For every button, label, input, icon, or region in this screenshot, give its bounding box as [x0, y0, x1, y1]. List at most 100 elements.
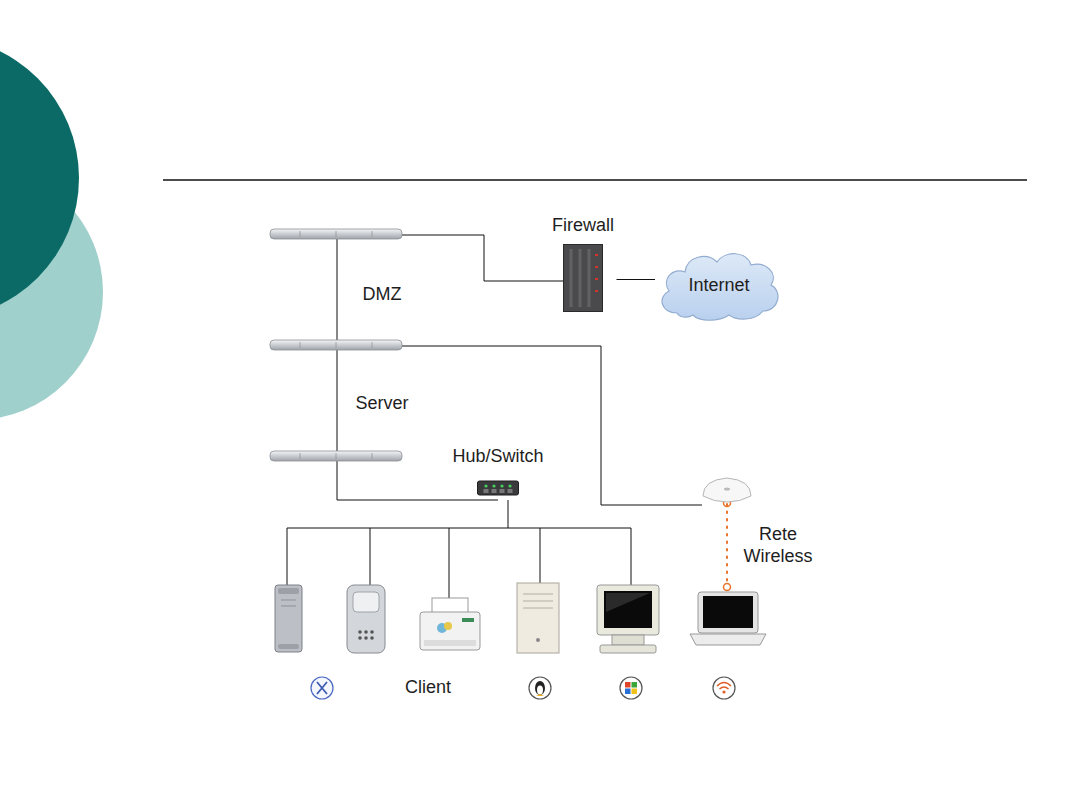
- network-cable: [617, 279, 656, 280]
- rack-servers: [270, 229, 402, 461]
- internet-cloud: Internet: [655, 247, 783, 323]
- zone-label: DMZ: [363, 284, 402, 306]
- laptop: [690, 592, 766, 645]
- printer-part: [444, 622, 452, 630]
- firewall-slot: [579, 249, 582, 307]
- rack-servers-part-part: [300, 231, 301, 237]
- switch-device: [477, 477, 519, 497]
- wires-part: [631, 528, 632, 586]
- switch-port: [500, 489, 505, 493]
- printer: [420, 598, 480, 650]
- linux-tower-part: [536, 638, 540, 642]
- wires-part: [449, 528, 450, 599]
- rack-servers-part-part: [336, 453, 337, 459]
- title-rule: [163, 179, 1027, 181]
- windows-pc-monitor-part: [606, 593, 650, 612]
- mac-pro-tower-part: [278, 588, 299, 594]
- wifi-symbol-part: [717, 683, 731, 690]
- wires-part: [287, 528, 288, 586]
- linux-penguin-symbol-part: [535, 681, 545, 695]
- hub-switch-node: Hub/Switch: [450, 446, 546, 497]
- rack-servers-part: [270, 340, 402, 350]
- wireless-access-point: [703, 478, 751, 502]
- wireless-access-point-part: [724, 488, 730, 491]
- rack-servers-part: [270, 229, 402, 239]
- power-mac-tower-part: [364, 630, 368, 634]
- wires-part: [540, 528, 541, 584]
- windows-symbol-part: [620, 677, 642, 699]
- linux-tower-part: [523, 594, 553, 595]
- windows-symbol: [620, 677, 642, 699]
- wires-part: [402, 235, 563, 281]
- wifi-symbol-part: [722, 690, 725, 693]
- windows-pc-monitor-part: [600, 645, 656, 653]
- firewall-body: [564, 245, 603, 312]
- power-mac-tower-part: [353, 592, 379, 612]
- windows-pc-monitor-part: [597, 585, 659, 635]
- firewall-device: [563, 244, 603, 312]
- wires-part: [370, 528, 371, 586]
- wires-part: [402, 346, 702, 505]
- windows-pc-monitor-part: [612, 635, 644, 645]
- rack-servers-part: [270, 451, 402, 461]
- firewall-slot: [570, 249, 573, 307]
- rack-servers-part-part: [300, 342, 301, 348]
- power-mac-tower-part: [358, 636, 362, 640]
- rack-servers-part-part: [372, 231, 373, 237]
- laptop-part: [703, 596, 753, 628]
- switch-port: [508, 489, 513, 493]
- power-mac-tower-part: [364, 636, 368, 640]
- wires-part: [508, 500, 509, 528]
- macos-x-symbol: [311, 677, 333, 699]
- rack-servers-part: [300, 231, 372, 459]
- power-mac-tower-part: [358, 630, 362, 634]
- wireless-link: [724, 500, 731, 591]
- linux-tower-part: [523, 608, 553, 609]
- switch-led: [508, 484, 511, 487]
- group-label: Client: [405, 677, 451, 699]
- windows-pc-monitor: [597, 585, 659, 653]
- rack-servers-part-part: [372, 453, 373, 459]
- printer-part: [420, 612, 480, 650]
- rack-servers-part-part: [372, 342, 373, 348]
- network-label: Rete Wireless: [732, 524, 824, 567]
- wireless-link-part: [724, 584, 731, 591]
- laptop-part: [690, 634, 766, 645]
- switch-body: [478, 481, 519, 495]
- wireless-link-part: [726, 504, 728, 586]
- wifi-symbol-part: [713, 677, 735, 699]
- rack-servers-part-part: [336, 342, 337, 348]
- firewall-slot: [588, 249, 591, 307]
- windows-symbol-part: [632, 689, 638, 695]
- switch-port: [484, 489, 489, 493]
- zone-label: Server: [355, 393, 408, 415]
- windows-pc-monitor-part: [604, 591, 652, 628]
- rack-servers-part-part: [336, 231, 337, 237]
- laptop-part: [698, 592, 758, 633]
- mac-pro-tower-part: [281, 606, 296, 607]
- macos-x-symbol-part: [317, 682, 327, 694]
- macos-x-symbol-part: [311, 677, 333, 699]
- node-text: Internet: [655, 275, 783, 296]
- printer-part: [462, 618, 474, 622]
- power-mac-tower-part: [347, 585, 385, 653]
- mac-pro-tower-part: [275, 585, 302, 652]
- windows-symbol-part: [632, 682, 638, 688]
- mac-pro-tower-part: [281, 600, 296, 601]
- wires-part: [287, 528, 631, 529]
- linux-penguin-symbol-part: [529, 677, 551, 699]
- printer-part: [424, 640, 476, 646]
- wifi-symbol: [713, 677, 735, 699]
- rack-servers-part-part: [300, 453, 301, 459]
- linux-penguin-symbol-part: [537, 686, 543, 695]
- firewall-led: [595, 278, 598, 280]
- switch-led: [500, 484, 503, 487]
- firewall-node: Firewall: [550, 215, 617, 312]
- linux-tower-part: [517, 583, 559, 653]
- linux-penguin-symbol: [529, 677, 551, 699]
- windows-symbol-part: [625, 689, 631, 695]
- mac-pro-tower-part: [278, 644, 299, 649]
